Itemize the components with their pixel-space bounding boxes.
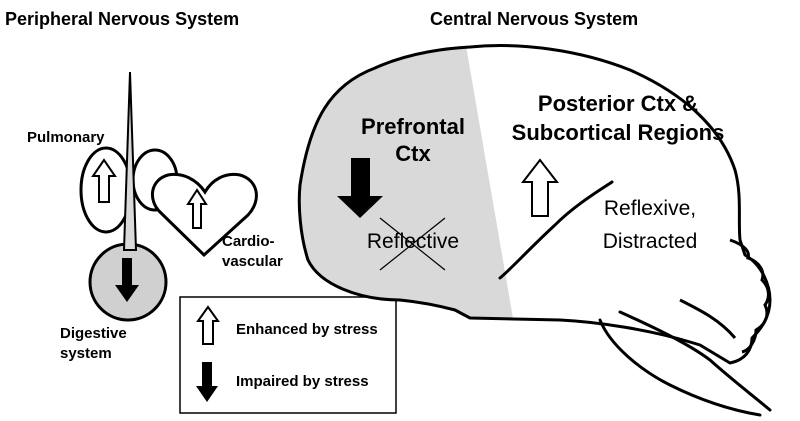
pulmonary-label: Pulmonary: [27, 129, 105, 146]
brainstem: [598, 310, 772, 417]
posterior-label-line1: Posterior Ctx &: [538, 91, 698, 116]
legend-impaired-label: Impaired by stress: [236, 373, 369, 390]
prefrontal-label-line2: Ctx: [395, 141, 431, 166]
digestive-label-line1: Digestive: [60, 325, 127, 342]
legend-up-arrow-icon: [196, 305, 220, 345]
cross-out-icon: [379, 217, 446, 271]
cardio-label-line2: vascular: [222, 253, 283, 270]
heart-shape: [151, 172, 258, 258]
reflective-label: Reflective: [367, 230, 459, 253]
cardio-label-line1: Cardio-: [222, 233, 275, 250]
reflexive-label-line2: Distracted: [603, 230, 698, 253]
cerebellum-folds: [729, 238, 770, 354]
legend-enhanced-label: Enhanced by stress: [236, 321, 378, 338]
cerebellum-inner: [679, 298, 737, 339]
peripheral-title: Peripheral Nervous System: [5, 9, 239, 29]
central-title: Central Nervous System: [430, 9, 638, 29]
prefrontal-region: [299, 45, 515, 330]
pulmonary-up-arrow-icon: [91, 158, 117, 203]
cardio-up-arrow-icon: [186, 188, 208, 229]
digestive-down-arrow-icon: [115, 258, 139, 302]
legend-down-arrow-icon: [196, 362, 218, 402]
nerve-spike: [122, 71, 138, 251]
digestive-label-line2: system: [60, 345, 112, 362]
posterior-label-line2: Subcortical Regions: [512, 120, 725, 145]
reflexive-label-line1: Reflexive,: [604, 197, 696, 220]
posterior-up-arrow-icon: [520, 158, 560, 217]
prefrontal-down-arrow-icon: [337, 158, 383, 218]
prefrontal-label-line1: Prefrontal: [361, 114, 465, 139]
legend-box: Enhanced by stress Impaired by stress: [179, 296, 397, 414]
sylvian-fissure: [498, 180, 614, 280]
